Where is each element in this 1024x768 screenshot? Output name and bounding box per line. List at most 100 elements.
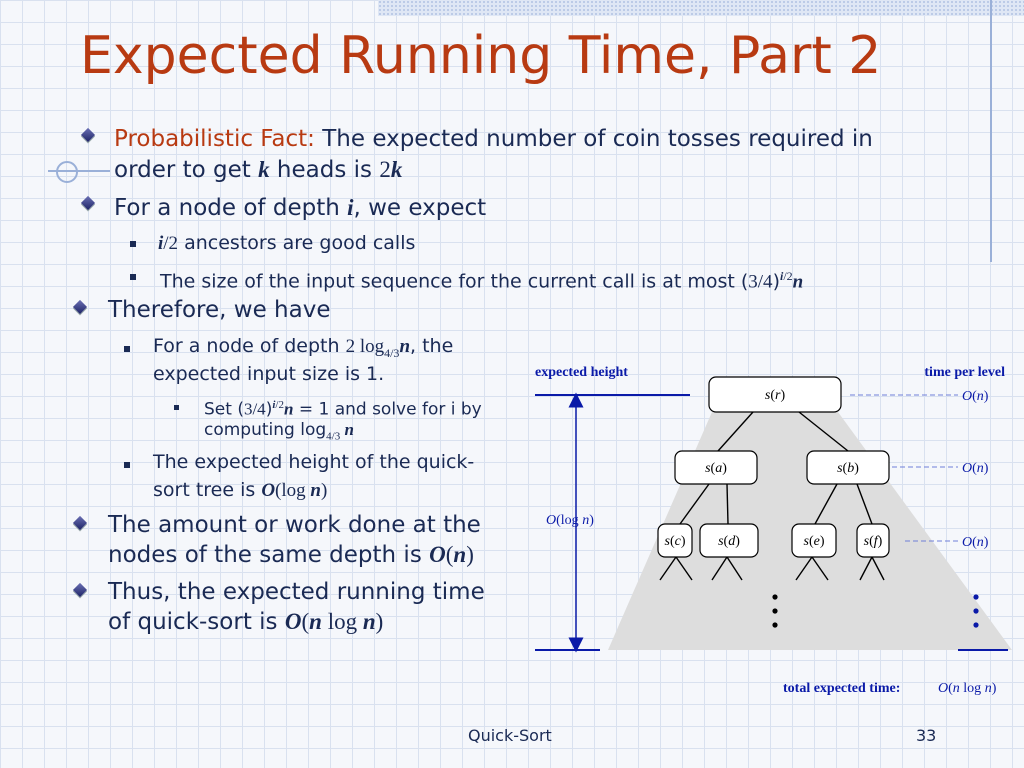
level-time-1: O(n) <box>962 389 989 404</box>
bullet-text: Therefore, we have <box>108 297 331 323</box>
level-time-2: O(n) <box>962 461 989 476</box>
bullet-text: = 1 and solve for i by <box>293 399 482 420</box>
math-log: log <box>321 609 363 634</box>
node-label-f: s(f) <box>864 534 883 549</box>
bullet-text: computing log <box>204 420 327 440</box>
sub-bullet-depth-2log-line2: expected input size is 1. <box>153 361 384 388</box>
bullet-therefore: Therefore, we have <box>108 296 330 325</box>
page-number: 33 <box>916 726 937 745</box>
node-label-r: s(r) <box>765 388 786 403</box>
sub-bullet-square-icon <box>124 346 130 352</box>
bullet-text: Thus, the expected running time <box>108 579 485 605</box>
bullet-text: ) <box>265 399 273 420</box>
math-sup: /2 <box>783 269 793 283</box>
node-label-a: s(a) <box>705 461 727 476</box>
bullet-thus-line2: of quick-sort is O(n log n) <box>108 607 383 637</box>
bullet-probabilistic-fact-line1: Probabilistic Fact: The expected number … <box>114 125 873 154</box>
bullet-text: Set ( <box>204 399 244 420</box>
sub-sub-bullet-square-icon <box>174 405 179 410</box>
height-olog-label: O(log n) <box>546 513 594 528</box>
level-dashed-lines <box>850 394 958 542</box>
probabilistic-fact-label: Probabilistic Fact: <box>114 126 315 152</box>
bullet-text: nodes of the same depth is <box>108 542 430 568</box>
node-s-e <box>791 523 837 558</box>
bullet-text: For a node of depth <box>114 195 348 221</box>
math-k: k <box>390 157 403 182</box>
bullet-text: sort tree is <box>153 479 262 501</box>
math-frac: /2 <box>163 233 179 254</box>
math-paren: ) <box>320 480 328 501</box>
sub-bullet-ancestors: i/2 ancestors are good calls <box>158 230 415 257</box>
math-sub: 4/3 <box>384 345 400 360</box>
node-s-d <box>699 523 759 558</box>
node-label-c: s(c) <box>664 534 685 549</box>
math-n: n <box>362 609 376 634</box>
math-n: n <box>399 336 411 357</box>
decor-circle <box>56 161 78 183</box>
math-paren: ) <box>466 542 474 567</box>
math-frac: 3/4 <box>243 399 266 419</box>
top-decor-band <box>378 0 1024 16</box>
footer-title: Quick-Sort <box>468 726 552 745</box>
math-i: i <box>158 233 164 254</box>
bullet-text: The size of the input sequence for the c… <box>160 270 749 293</box>
math-paren: ) <box>375 609 384 634</box>
level-time-3: O(n) <box>962 535 989 550</box>
math-2log: 2 log <box>345 336 385 357</box>
bullet-text: The expected height of the quick- <box>153 451 475 473</box>
math-sup-i: i <box>272 399 276 411</box>
expected-height-label: expected height <box>535 365 628 380</box>
sub-bullet-expected-height-line1: The expected height of the quick- <box>153 449 474 476</box>
math-O: O <box>429 542 446 567</box>
bullet-node-depth: For a node of depth i, we expect <box>114 193 486 223</box>
math-O: O <box>284 609 302 634</box>
node-s-b <box>806 450 890 485</box>
node-label-e: s(e) <box>803 534 824 549</box>
math-paren: ( <box>301 609 310 634</box>
bullet-work-line1: The amount or work done at the <box>108 511 481 540</box>
decor-horizontal-line <box>48 170 110 172</box>
node-s-f <box>856 523 890 558</box>
bullet-text: order to get <box>114 157 259 183</box>
bullet-text: ) <box>772 270 780 293</box>
math-O: O <box>261 480 276 501</box>
math-n: n <box>453 542 467 567</box>
math-sup: /2 <box>275 399 284 411</box>
sub-bullet-expected-height-line2: sort tree is O(log n) <box>153 477 327 504</box>
bullet-text: , the <box>410 335 454 357</box>
bullet-work-line2: nodes of the same depth is O(n) <box>108 540 474 570</box>
total-expected-time-label: total expected time: <box>783 681 900 696</box>
node-label-b: s(b) <box>837 461 859 476</box>
sub-bullet-square-icon <box>130 241 136 247</box>
tree-nodes <box>657 376 890 558</box>
node-s-c <box>657 523 693 558</box>
math-paren: ( <box>445 542 454 567</box>
math-2: 2 <box>379 157 391 182</box>
bullet-text: of quick-sort is <box>108 609 285 635</box>
bullet-text: The amount or work done at the <box>108 512 481 538</box>
sub-bullet-square-icon <box>130 274 136 280</box>
sub-sub-bullet-set-line2: computing log4/3 n <box>204 418 354 448</box>
math-n: n <box>283 399 294 419</box>
bullet-text: heads is <box>269 157 380 183</box>
time-per-level-label: time per level <box>924 365 1005 380</box>
sub-sub-bullet-set-line1: Set (3/4)i/2n = 1 and solve for i by <box>204 393 482 422</box>
math-n: n <box>310 480 321 501</box>
math-sub: 4/3 <box>326 430 341 443</box>
sub-bullet-depth-2log-line1: For a node of depth 2 log4/3n, the <box>153 333 453 367</box>
node-s-a <box>674 450 758 485</box>
tree-edges <box>659 411 885 581</box>
math-sup-i: i <box>779 269 784 283</box>
bullet-probabilistic-fact-line2: order to get k heads is 2k <box>114 155 402 185</box>
total-expected-time-value: O(n log n) <box>938 681 997 696</box>
bullet-text: The expected number of coin tosses requi… <box>314 126 873 152</box>
math-n: n <box>340 420 354 439</box>
math-log: (log <box>275 480 311 501</box>
math-frac: 3/4 <box>748 271 773 293</box>
tree-ellipsis-dots <box>772 594 979 628</box>
node-label-d: s(d) <box>718 534 740 549</box>
math-i: i <box>347 195 354 220</box>
sub-bullet-square-icon <box>124 462 130 468</box>
slide-title: Expected Running Time, Part 2 <box>80 26 882 86</box>
